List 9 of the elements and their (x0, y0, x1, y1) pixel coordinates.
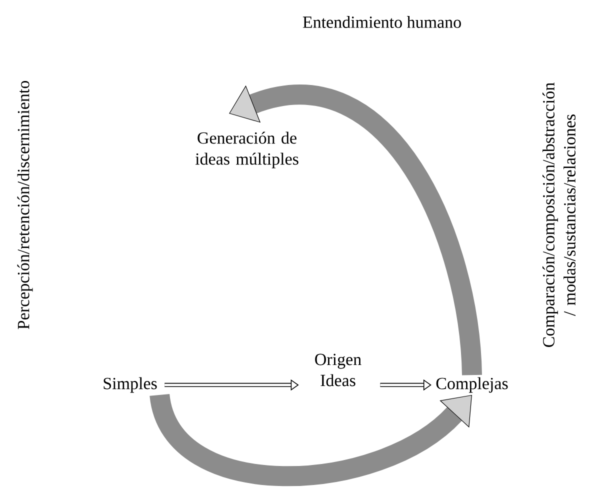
curved-arrow (150, 392, 472, 486)
node-text: Generación de ideas múltiples (195, 132, 298, 168)
curved-arrow (229, 85, 482, 376)
side-label: Comparación/composición/abstracción / modas/sustancias/relaciones (542, 82, 576, 347)
side-label: Percepción/retención/discernimiento (17, 80, 33, 330)
node-text: Origen Ideas (315, 354, 362, 386)
node-text: Complejas (436, 377, 508, 393)
title: Entendimiento humano (302, 16, 461, 28)
node-text: Simples (104, 377, 157, 393)
